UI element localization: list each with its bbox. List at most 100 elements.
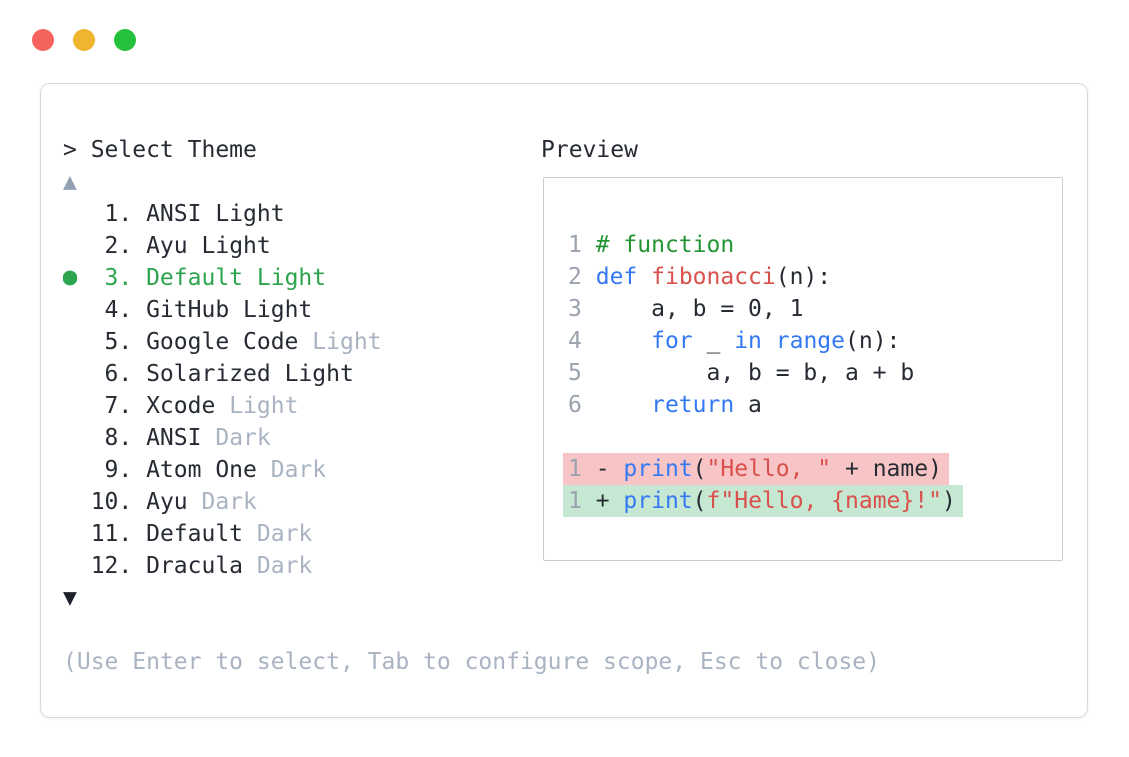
theme-picker-left-column: > Select Theme ▲ 1. ANSI Light 2. Ayu Li… <box>63 134 880 678</box>
theme-item-variant: Light <box>201 233 271 259</box>
marker-space <box>63 454 77 486</box>
keyboard-hint: (Use Enter to select, Tab to configure s… <box>63 649 880 675</box>
window-controls <box>32 29 136 51</box>
theme-item-label: 5. Google Code <box>104 329 299 355</box>
code-token-str: f"Hello, {name}!" <box>706 488 942 514</box>
spacer-line <box>63 614 880 646</box>
theme-item-variant: Light <box>229 393 299 419</box>
code-token-kw: return <box>651 392 735 418</box>
code-token-plain <box>637 264 651 290</box>
code-token-kw: for <box>651 328 693 354</box>
code-line: 1 # function <box>568 229 963 261</box>
close-button[interactable] <box>32 29 54 51</box>
code-token-fn: fibonacci <box>651 264 776 290</box>
theme-list-item[interactable]: 12. Dracula Dark <box>63 550 880 582</box>
theme-item-variant: Dark <box>215 425 271 451</box>
maximize-button[interactable] <box>114 29 136 51</box>
theme-list-item[interactable]: 5. Google Code Light <box>63 326 880 358</box>
theme-item-label: 4. GitHub <box>104 297 230 323</box>
diff-removed-line: 1 - print("Hello, " + name) <box>563 453 963 485</box>
code-line: 6 return a <box>568 389 963 421</box>
theme-list-item[interactable]: 10. Ayu Dark <box>63 486 880 518</box>
code-line: 5 a, b = b, a + b <box>568 357 963 389</box>
theme-picker-panel: > Select Theme ▲ 1. ANSI Light 2. Ayu Li… <box>40 83 1088 718</box>
code-token-kw: def <box>595 264 638 290</box>
line-number: 3 <box>568 296 582 322</box>
code-token-plain: a, b = 0, 1 <box>595 296 804 322</box>
scroll-up-indicator[interactable]: ▲ <box>63 169 77 195</box>
marker-space <box>63 230 77 262</box>
code-token-plain: _ <box>692 328 735 354</box>
code-token-comment: # function <box>595 232 735 258</box>
theme-item-variant: Light <box>284 361 354 387</box>
code-token-plain: a <box>734 392 762 418</box>
theme-item-variant: Dark <box>201 489 257 515</box>
code-token-plain: + <box>595 488 624 514</box>
theme-item-label: 6. Solarized <box>104 361 271 387</box>
theme-item-variant: Light <box>215 201 285 227</box>
marker-space <box>63 326 77 358</box>
code-line: 2 def fibonacci(n): <box>568 261 963 293</box>
line-number: 1 <box>568 456 582 482</box>
theme-list-item[interactable]: 1. ANSI Light <box>63 198 880 230</box>
code-token-kw: print <box>623 456 693 482</box>
theme-item-variant: Light <box>312 329 382 355</box>
code-line: 4 for _ in range(n): <box>568 325 963 357</box>
theme-item-label: 3. Default <box>104 265 244 291</box>
theme-list-item[interactable]: 3. Default Light <box>63 262 880 294</box>
code-line: 3 a, b = 0, 1 <box>568 293 963 325</box>
code-token-kw: print <box>623 488 693 514</box>
marker-space <box>63 198 77 230</box>
theme-list-item[interactable]: 11. Default Dark <box>63 518 880 550</box>
code-token-kw: range <box>775 328 846 354</box>
theme-item-label: 2. Ayu <box>104 233 188 259</box>
theme-item-label: 8. ANSI <box>104 425 202 451</box>
diff-highlight: 1 - print("Hello, " + name) <box>563 453 949 485</box>
code-token-str: "Hello, " <box>706 456 832 482</box>
line-number: 1 <box>568 232 582 258</box>
minimize-button[interactable] <box>73 29 95 51</box>
selected-dot-icon <box>63 262 77 294</box>
code-token-plain: ( <box>692 456 707 482</box>
code-token-kw: in <box>734 328 762 354</box>
code-token-plain <box>596 328 651 354</box>
theme-item-label: 12. Dracula <box>90 553 244 579</box>
code-token-plain <box>762 328 776 354</box>
theme-item-variant: Light <box>243 297 313 323</box>
preview-title: Preview <box>541 137 638 163</box>
theme-list-item[interactable]: 2. Ayu Light <box>63 230 880 262</box>
theme-list-item[interactable]: 8. ANSI Dark <box>63 422 880 454</box>
select-theme-prompt: > Select Theme <box>63 137 257 163</box>
marker-space <box>63 390 77 422</box>
marker-space <box>63 550 77 582</box>
marker-space <box>63 422 77 454</box>
theme-item-label: 1. ANSI <box>104 201 202 227</box>
code-token-plain: ) <box>941 488 956 514</box>
theme-item-label: 7. Xcode <box>104 393 216 419</box>
scroll-down-indicator[interactable]: ▼ <box>63 585 77 611</box>
marker-space <box>63 518 77 550</box>
code-token-plain: + name) <box>831 456 942 482</box>
marker-space <box>63 358 77 390</box>
theme-item-label: 9. Atom One <box>104 457 257 483</box>
theme-item-variant: Dark <box>270 457 327 483</box>
line-number: 6 <box>568 392 582 418</box>
code-token-plain: (n): <box>845 328 901 354</box>
code-line <box>568 421 963 453</box>
theme-list-item[interactable]: 7. Xcode Light <box>63 390 880 422</box>
marker-space <box>63 486 77 518</box>
theme-item-variant: Light <box>256 265 327 291</box>
theme-list: 1. ANSI Light 2. Ayu Light 3. Default Li… <box>63 198 880 582</box>
theme-list-item[interactable]: 4. GitHub Light <box>63 294 880 326</box>
diff-highlight: 1 + print(f"Hello, {name}!") <box>563 485 963 517</box>
theme-item-variant: Dark <box>256 521 313 547</box>
line-number: 1 <box>568 488 582 514</box>
theme-item-variant: Dark <box>256 553 313 579</box>
marker-space <box>63 294 77 326</box>
code-token-plain: ( <box>692 488 707 514</box>
theme-item-label: 10. Ayu <box>90 489 188 515</box>
theme-list-item[interactable]: 6. Solarized Light <box>63 358 880 390</box>
theme-list-item[interactable]: 9. Atom One Dark <box>63 454 880 486</box>
code-token-plain: (n): <box>775 264 832 290</box>
